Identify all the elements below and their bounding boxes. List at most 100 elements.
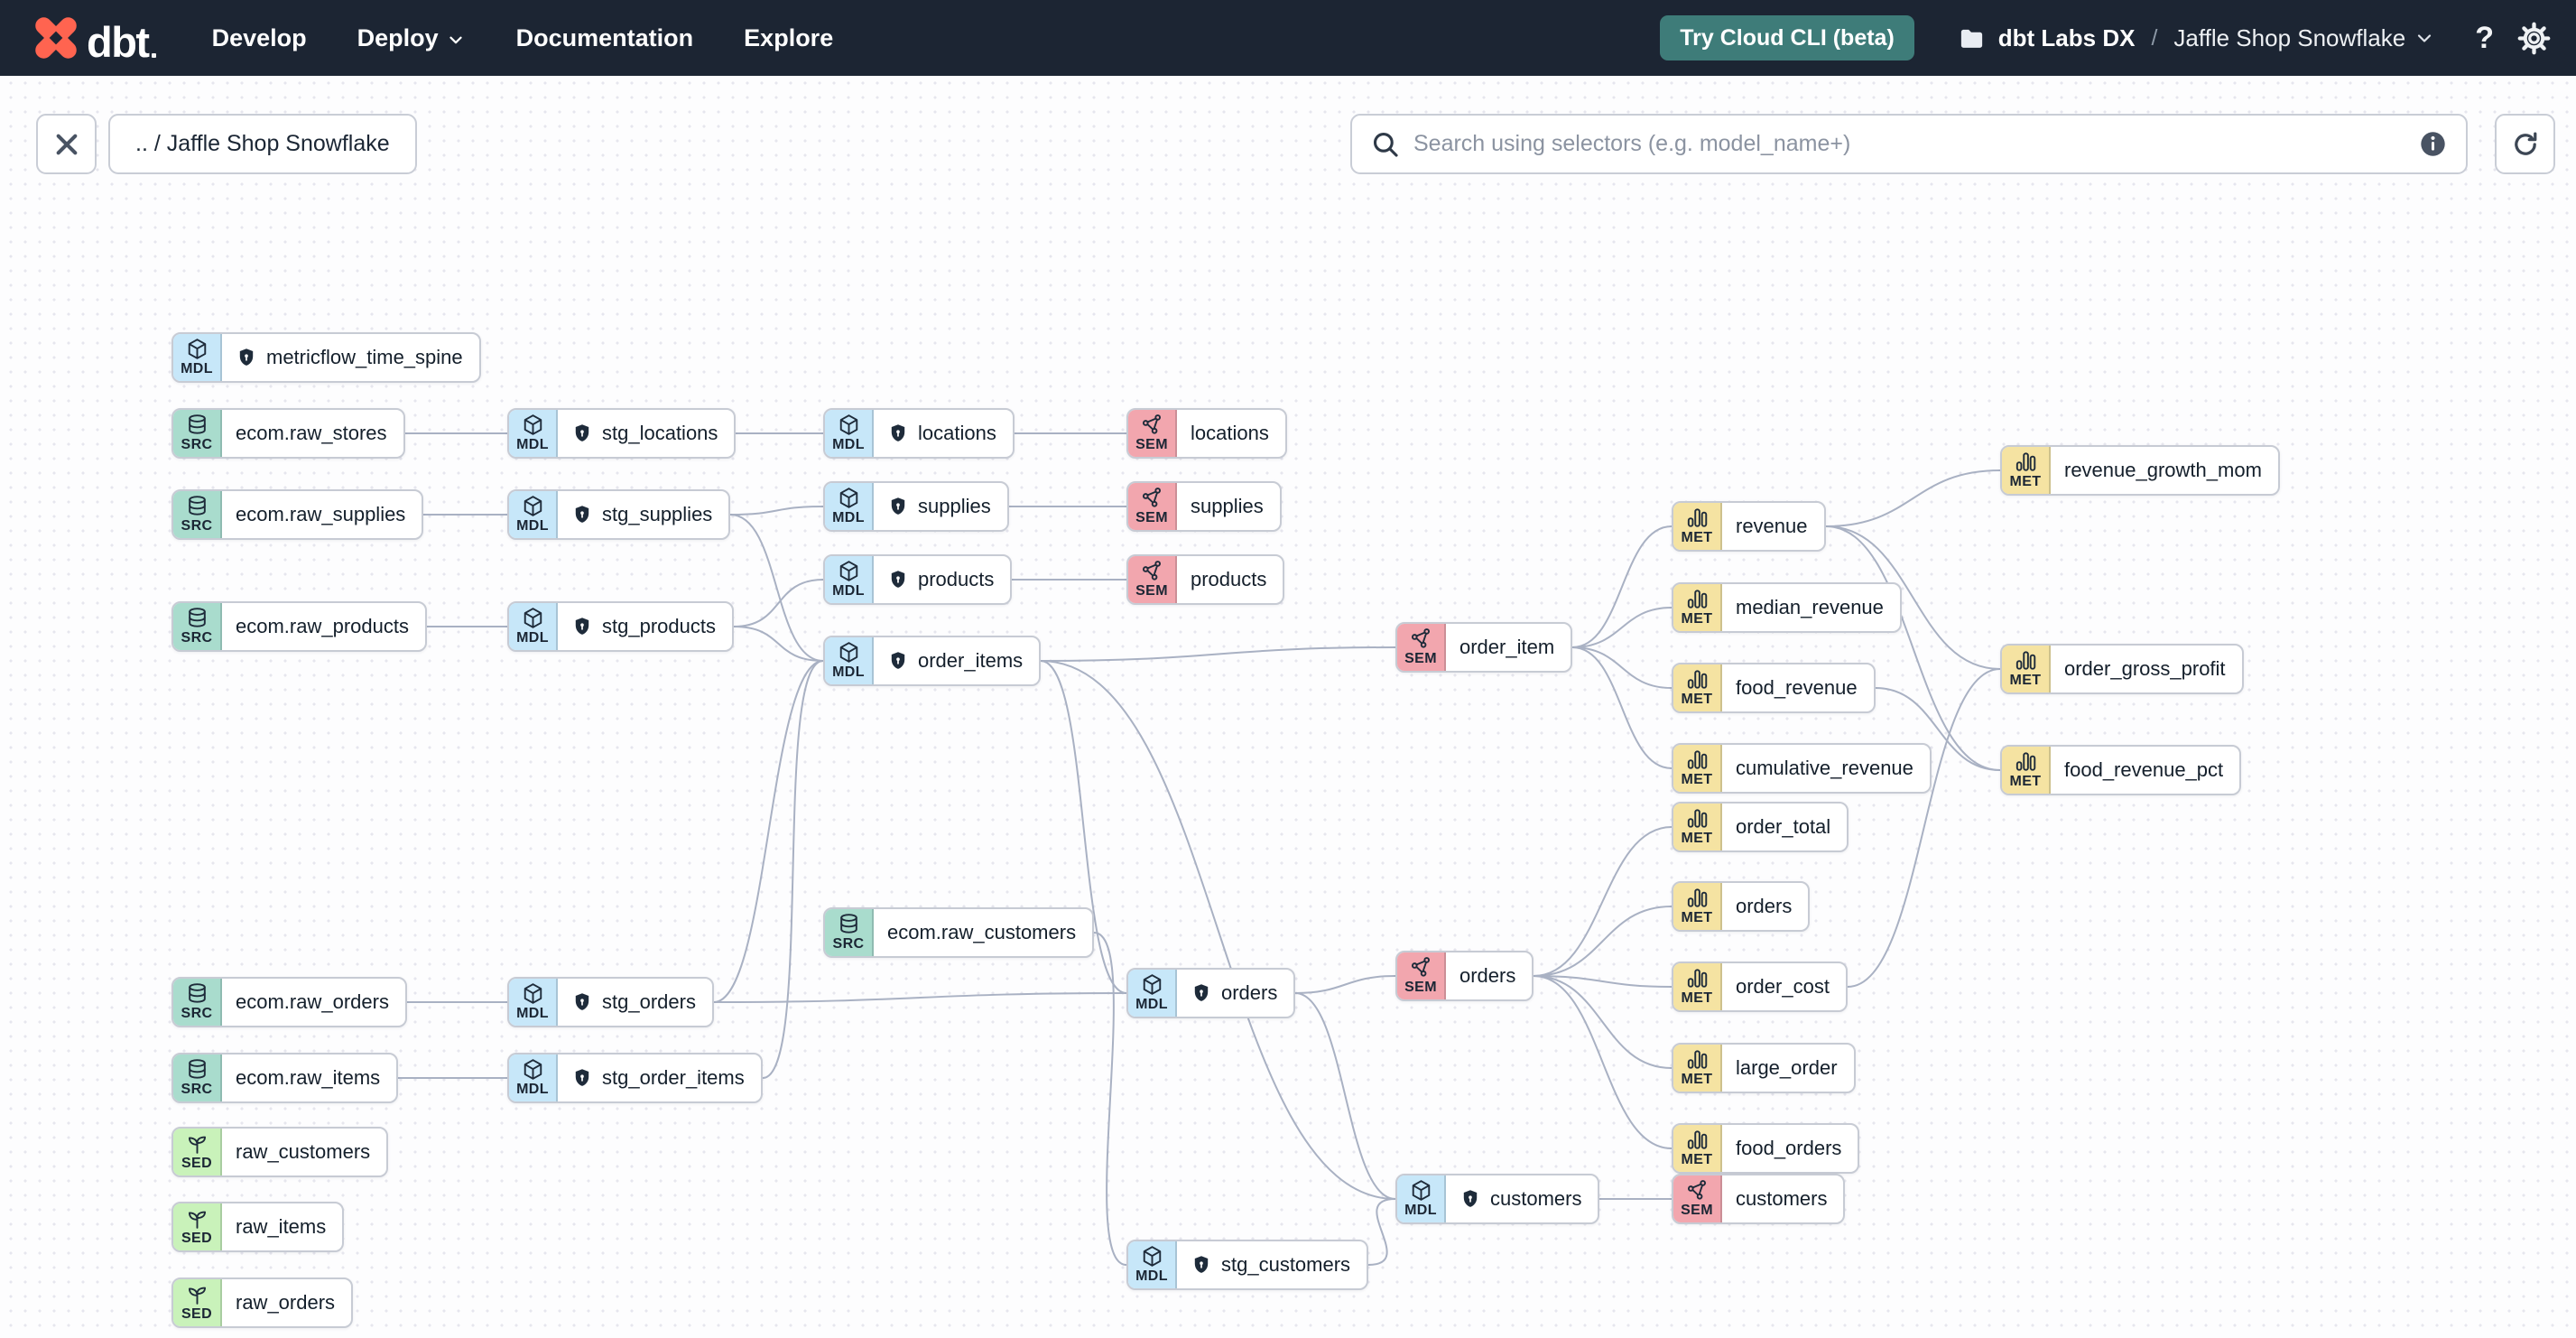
node-label: customers <box>1736 1187 1828 1210</box>
node-label: stg_products <box>602 615 716 637</box>
nav-item-deploy[interactable]: Deploy <box>357 24 466 52</box>
nav-item-develop[interactable]: Develop <box>211 23 307 51</box>
node-label: ecom.raw_stores <box>236 422 387 444</box>
node-label: supplies <box>1191 495 1264 517</box>
selector-search <box>1350 114 2468 174</box>
help-icon[interactable]: ? <box>2475 20 2494 55</box>
node-label: customers <box>1490 1187 1582 1210</box>
lineage-breadcrumb[interactable]: .. / Jaffle Shop Snowflake <box>108 114 417 174</box>
cube-icon: MDL <box>825 556 874 603</box>
caret-down-icon <box>446 27 466 50</box>
node-label: stg_customers <box>1221 1253 1351 1276</box>
node-met_cumulative_revenue[interactable]: MET cumulative_revenue <box>1672 743 1932 794</box>
graph-icon: SEM <box>1128 483 1177 530</box>
bar-chart-icon: MET <box>1673 745 1722 792</box>
dbt-logo[interactable]: dbt <box>32 14 156 63</box>
shield-lock-icon <box>1191 982 1212 1004</box>
nav-item-explore[interactable]: Explore <box>744 23 834 51</box>
node-label: order_item <box>1459 636 1555 658</box>
cube-icon: MDL <box>1128 970 1177 1017</box>
node-label: revenue <box>1736 515 1808 537</box>
cube-icon: MDL <box>509 410 558 457</box>
breadcrumb-separator: / <box>2151 24 2158 51</box>
refresh-button[interactable] <box>2495 114 2555 174</box>
info-icon[interactable] <box>2418 129 2448 159</box>
nav-item-documentation[interactable]: Documentation <box>515 23 694 51</box>
node-label: median_revenue <box>1736 596 1884 618</box>
edge <box>733 579 824 627</box>
node-label: stg_order_items <box>602 1066 745 1089</box>
project-selector[interactable]: Jaffle Shop Snowflake <box>2173 24 2435 52</box>
edge <box>729 514 824 662</box>
edge <box>713 992 1127 1003</box>
edge <box>1294 992 1396 1200</box>
search-input[interactable] <box>1413 131 2418 157</box>
cube-icon: MDL <box>1128 1241 1177 1288</box>
bar-chart-icon: MET <box>1673 804 1722 850</box>
bar-chart-icon: MET <box>1673 1125 1722 1172</box>
account-breadcrumb: dbt Labs DX / Jaffle Shop Snowflake <box>1958 24 2435 52</box>
node-label: order_items <box>918 649 1024 672</box>
node-sem_orders[interactable]: SEM orders <box>1395 951 1534 1001</box>
database-icon: SRC <box>173 603 222 650</box>
node-label: products <box>1191 568 1267 590</box>
node-label: cumulative_revenue <box>1736 757 1913 779</box>
cube-icon: MDL <box>509 491 558 538</box>
edge <box>1533 906 1673 977</box>
edge <box>762 660 824 1079</box>
node-label: ecom.raw_products <box>236 615 409 637</box>
node-src_raw_products[interactable]: SRC ecom.raw_products <box>171 601 427 652</box>
close-lineage-button[interactable] <box>36 114 97 174</box>
graph-icon: SEM <box>1397 952 1446 999</box>
node-label: orders <box>1459 964 1516 987</box>
node-sem_supplies[interactable]: SEM supplies <box>1126 481 1282 532</box>
node-mdl_stg_customers[interactable]: MDL stg_customers <box>1126 1240 1369 1290</box>
try-cloud-cli-button[interactable]: Try Cloud CLI (beta) <box>1660 15 1914 60</box>
gear-icon[interactable] <box>2517 22 2551 55</box>
shield-lock-icon <box>571 423 593 444</box>
node-label: order_cost <box>1736 975 1830 998</box>
node-label: food_revenue_pct <box>2064 758 2224 781</box>
cube-icon: MDL <box>825 410 874 457</box>
folder-icon <box>1958 24 1986 52</box>
edge <box>1533 975 1673 1069</box>
account-name[interactable]: dbt Labs DX <box>1997 23 2136 51</box>
